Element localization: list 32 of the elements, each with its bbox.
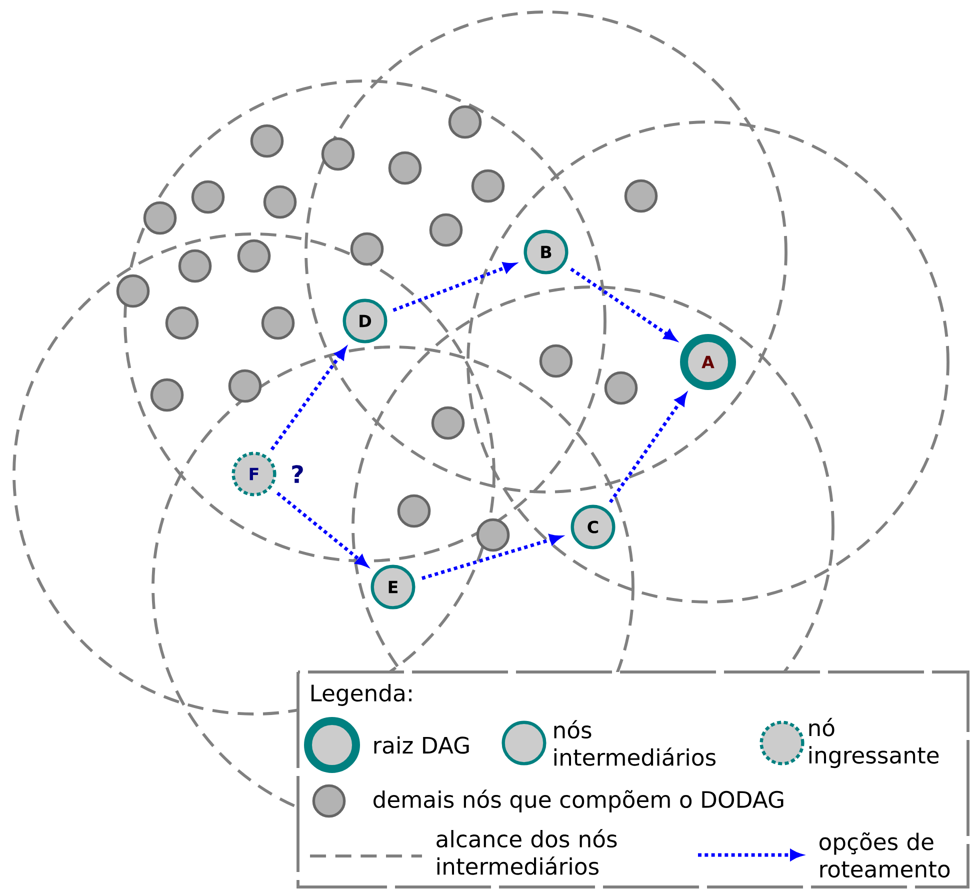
legend-label: nó ingressante xyxy=(809,718,939,768)
node-circle xyxy=(448,105,482,139)
node-circle xyxy=(228,369,262,403)
node-circle xyxy=(429,213,463,247)
node-circle xyxy=(624,179,658,213)
legend-label: raiz DAG xyxy=(374,736,469,754)
node-circle xyxy=(237,239,271,273)
node-circle xyxy=(539,344,573,378)
node-circle xyxy=(397,494,431,528)
node-circle xyxy=(263,185,297,219)
legend-label: demais nós que compõem o DODAG xyxy=(374,790,784,812)
node-circle xyxy=(604,371,638,405)
node-circle xyxy=(165,306,199,340)
node-circle xyxy=(178,249,212,283)
node-circle xyxy=(116,274,150,308)
node-circle xyxy=(431,406,465,440)
node-circle xyxy=(150,378,184,412)
node-circle xyxy=(143,201,177,235)
arrow xyxy=(608,394,686,504)
node-circle xyxy=(471,169,505,203)
node-circle xyxy=(191,180,225,214)
node-circle xyxy=(350,232,384,266)
legend-label: nós intermediários xyxy=(554,720,716,766)
node-circle xyxy=(261,306,295,340)
question-mark: ? xyxy=(292,465,303,483)
legend-label: alcance dos nós intermediários xyxy=(436,829,617,875)
node-circle xyxy=(250,124,284,158)
arrow xyxy=(276,492,368,567)
legend-title: Legenda: xyxy=(311,684,412,706)
node-circle xyxy=(321,137,355,171)
legend-label: opções de roteamento xyxy=(820,832,950,878)
node-circle xyxy=(388,151,422,185)
